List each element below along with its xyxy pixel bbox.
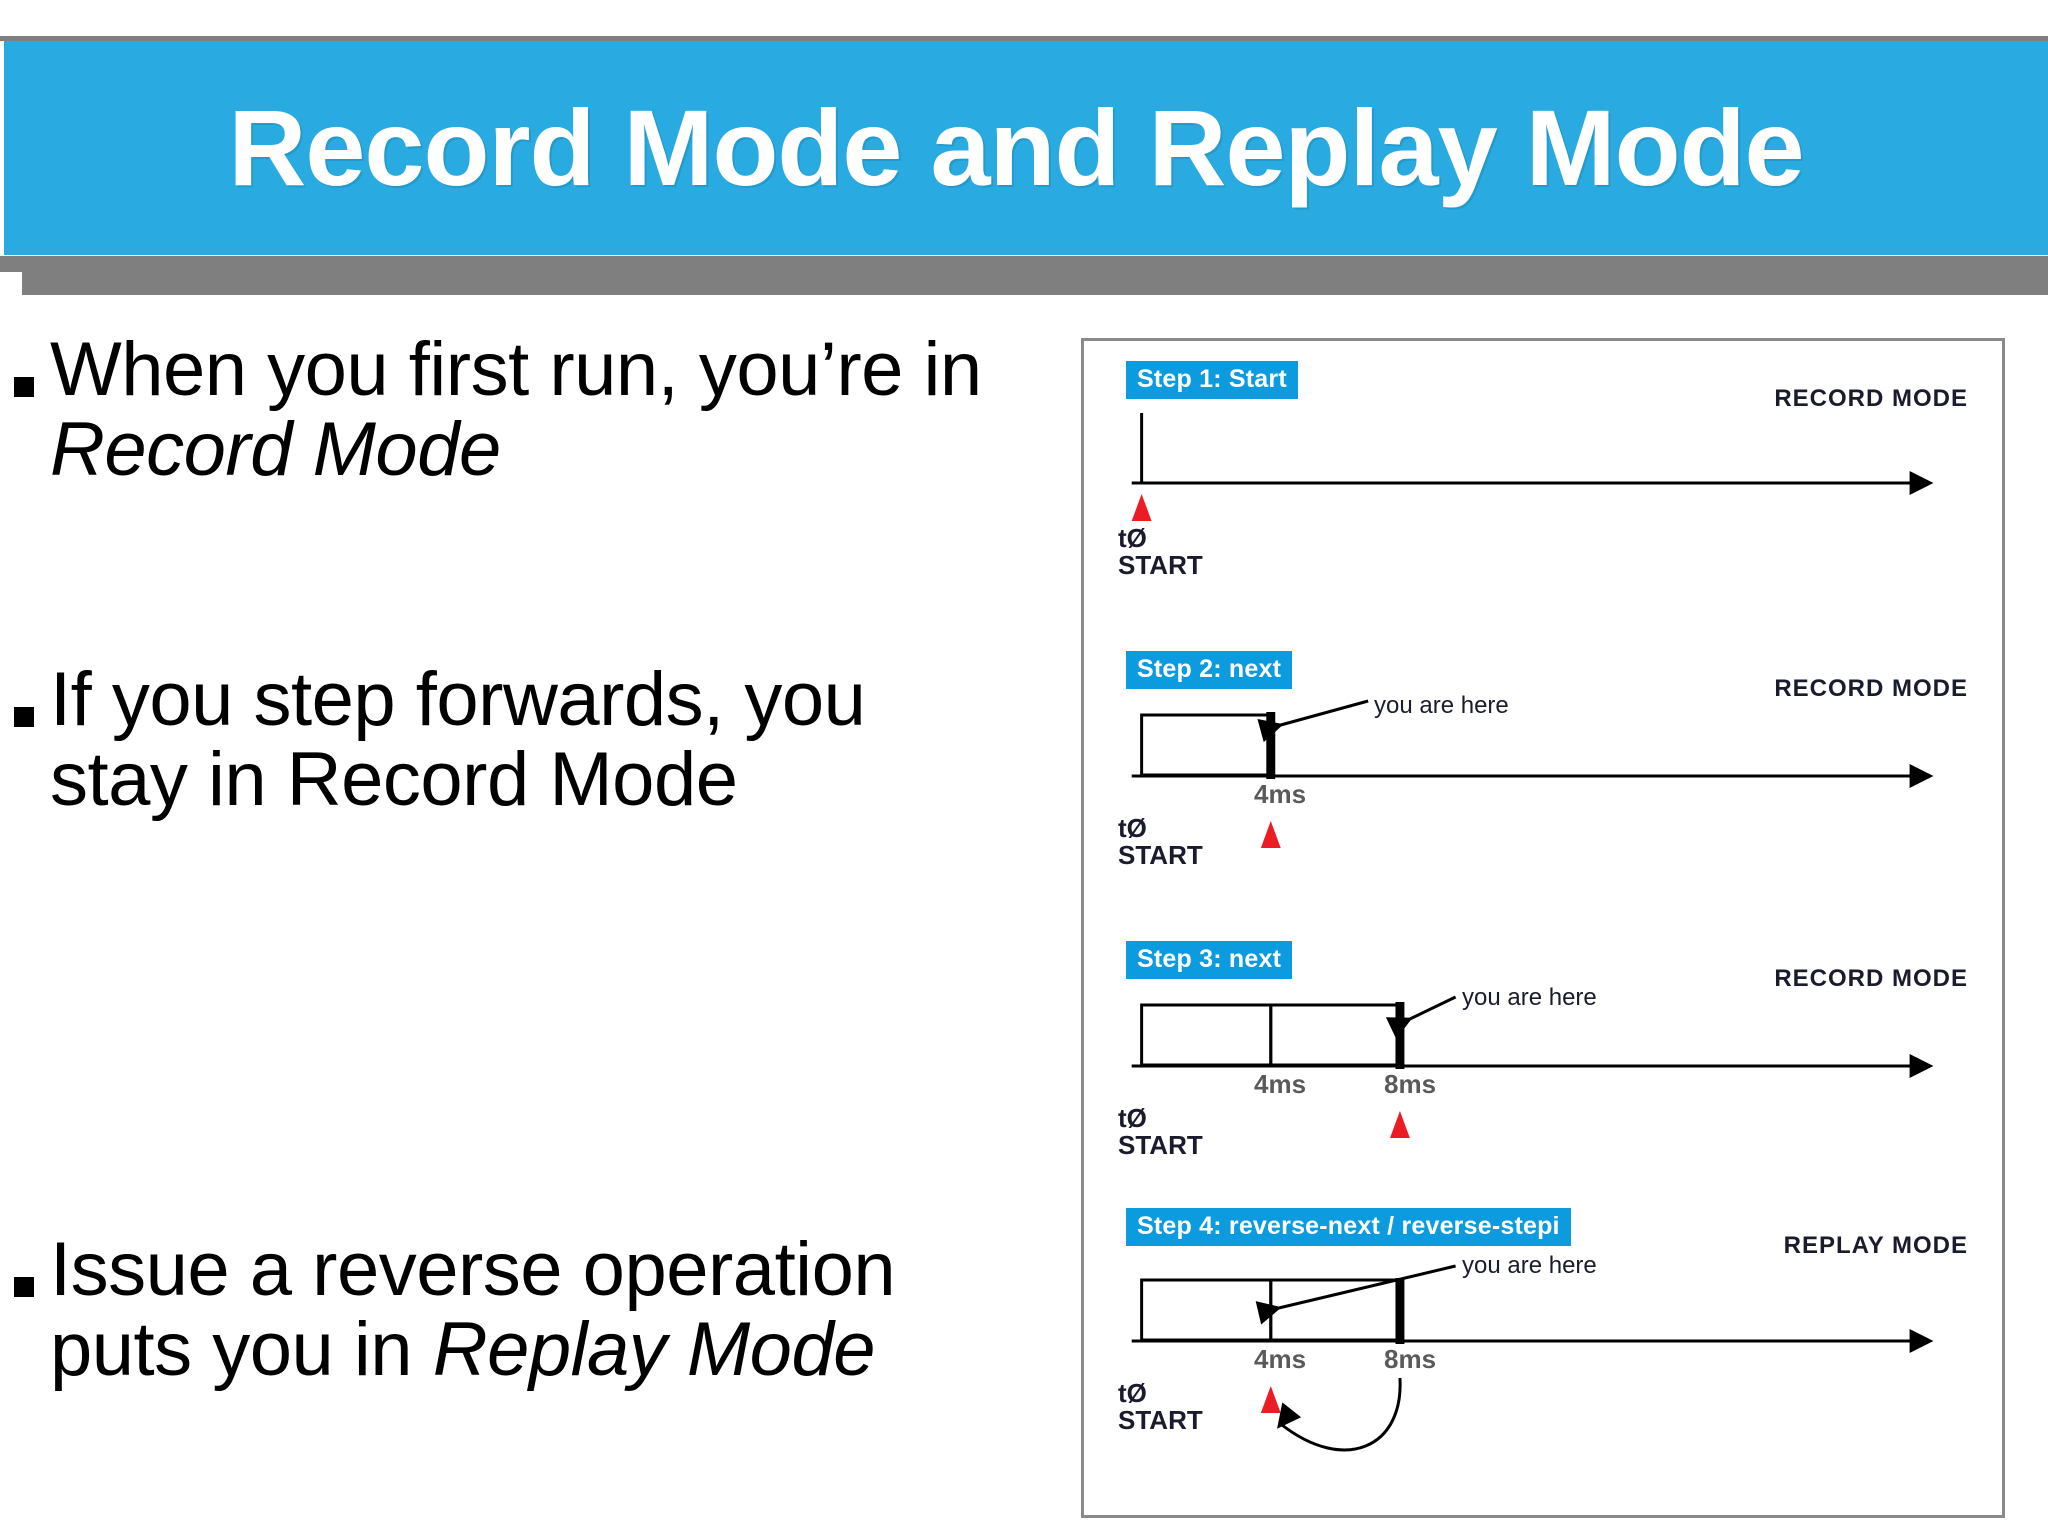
square-bullet-icon [14, 1230, 50, 1304]
step-3-start-label: tØ START [1118, 1103, 1203, 1161]
step-1-start: START [1118, 550, 1203, 581]
diagram-panel: Step 1: Start RECORD MODE tØ START Step … [1081, 338, 2005, 1518]
step-3-t0: tØ [1118, 1103, 1147, 1133]
step-4-tick-4ms: 4ms [1254, 1344, 1307, 1374]
list-item-text: Issue a reverse operation puts you in Re… [50, 1230, 1010, 1390]
step-2-mode-label: RECORD MODE [1774, 675, 1968, 702]
list-item: Issue a reverse operation puts you in Re… [14, 1230, 1010, 1390]
square-bullet-icon [14, 330, 50, 404]
step-3-start: START [1118, 1130, 1203, 1161]
step-3-timeline-graphic [1131, 995, 1934, 1138]
bullet-list: When you first run, you’re in Record Mod… [0, 330, 1060, 1510]
step-1-timeline-graphic [1131, 413, 1934, 521]
step-4-t0: tØ [1118, 1378, 1147, 1408]
bullet-3-lead: Issue a reverse operation puts you in [50, 1227, 896, 1392]
step-4-start-label: tØ START [1118, 1378, 1203, 1436]
step-1-start-label: tØ START [1118, 523, 1203, 581]
page-title: Record Mode and Replay Mode [228, 87, 1804, 208]
step-4-start: START [1118, 1405, 1203, 1436]
step-1-mode-label: RECORD MODE [1774, 385, 1968, 412]
step-3-badge: Step 3: next [1126, 941, 1293, 979]
square-bullet-icon [14, 660, 50, 734]
step-2-badge: Step 2: next [1126, 651, 1293, 689]
step-2-you-are-here-label: you are here [1374, 692, 1509, 719]
step-1-badge: Step 1: Start [1126, 361, 1298, 399]
diagram-step-4: Step 4: reverse-next / reverse-stepi REP… [1084, 1196, 2002, 1486]
step-4-tick-8ms: 8ms [1384, 1344, 1437, 1374]
list-item: When you first run, you’re in Record Mod… [14, 330, 1010, 490]
step-4-timeline-graphic [1131, 1264, 1934, 1452]
step-4-you-are-here-label: you are here [1462, 1252, 1597, 1279]
title-banner: Record Mode and Replay Mode [4, 41, 2048, 255]
step-3-tick-8ms: 8ms [1384, 1069, 1437, 1099]
title-underbar-wide [0, 256, 2048, 272]
step-3-mode-label: RECORD MODE [1774, 965, 1968, 992]
step-2-start-label: tØ START [1118, 813, 1203, 871]
list-item: If you step forwards, you stay in Record… [14, 660, 1010, 820]
bullet-2-lead: If you step forwards, you stay in Record… [50, 657, 866, 822]
bullet-3-emphasis: Replay Mode [432, 1306, 876, 1392]
step-3-tick-4ms: 4ms [1254, 1069, 1307, 1099]
step-4-mode-label: REPLAY MODE [1783, 1232, 1968, 1259]
step-2-tick-4ms: 4ms [1254, 779, 1307, 809]
list-item-text: If you step forwards, you stay in Record… [50, 660, 1010, 820]
diagram-step-3: Step 3: next RECORD MODE you are here [1084, 929, 2002, 1219]
diagram-step-1: Step 1: Start RECORD MODE tØ START [1084, 349, 2002, 639]
list-item-text: When you first run, you’re in Record Mod… [50, 330, 1010, 490]
step-4-badge: Step 4: reverse-next / reverse-stepi [1126, 1208, 1571, 1246]
step-2-timeline-graphic [1131, 699, 1934, 848]
title-top-rule [0, 36, 2048, 41]
step-1-t0: tØ [1118, 523, 1147, 553]
bullet-1-emphasis: Record Mode [50, 406, 501, 492]
title-underbar-narrow [22, 272, 2048, 295]
step-2-t0: tØ [1118, 813, 1147, 843]
step-2-start: START [1118, 840, 1203, 871]
diagram-step-2: Step 2: next RECORD MODE you are here [1084, 639, 2002, 929]
step-3-you-are-here-label: you are here [1462, 984, 1597, 1011]
bullet-1-lead: When you first run, you’re in [50, 327, 982, 412]
